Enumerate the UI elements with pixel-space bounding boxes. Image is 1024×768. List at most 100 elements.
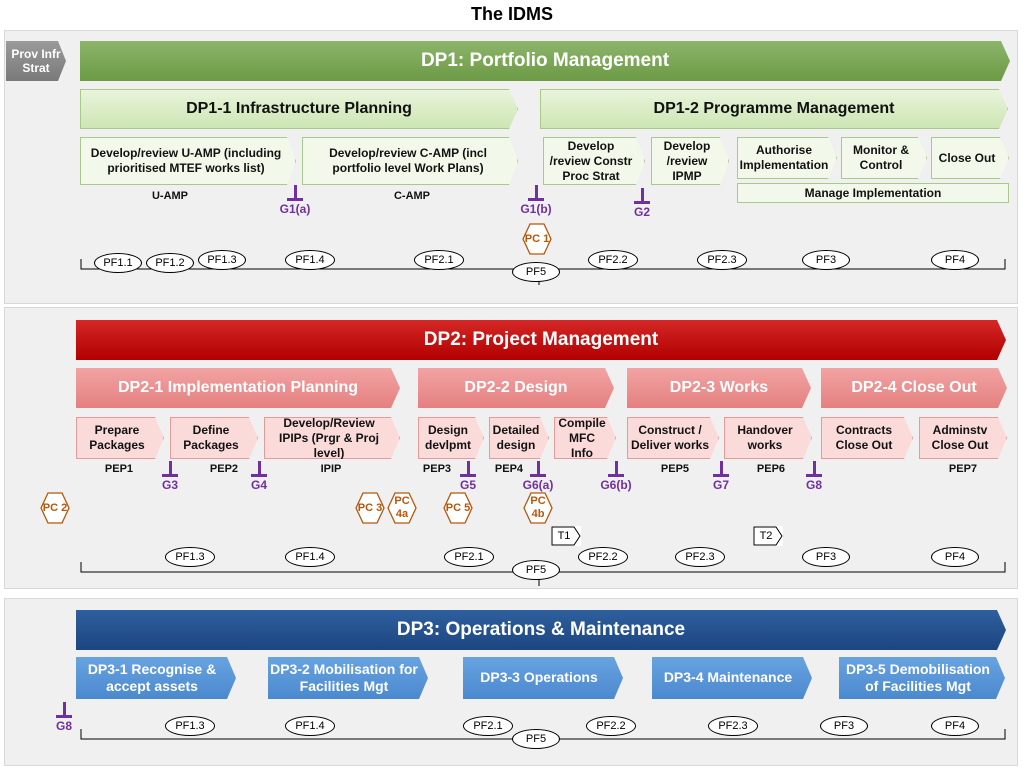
gate-g3-label: G3 [161,478,178,492]
dp2-act-handover: Handover works [724,417,812,459]
dp1-act-constr-proc: Develop /review Constr Proc Strat [543,137,645,185]
dp3-pf-1-4: PF1.4 [285,716,335,736]
pc2-hexagon: PC 2 [40,492,70,524]
gate-g1a: G1(a) [275,185,315,216]
pc5-label: PC 5 [445,501,471,514]
dp2-pf-1-3: PF1.3 [165,547,215,567]
dp2-3-bar: DP2-3 Works [627,368,811,408]
label-pep2: PEP2 [209,463,239,475]
t1-label: T1 [557,530,571,542]
dp1-act-camp: Develop/review C-AMP (incl portfolio lev… [302,137,518,185]
label-pep6: PEP6 [756,463,786,475]
dp3-3-bar: DP3-3 Operations [463,657,623,699]
dp2-pf-4: PF4 [931,547,979,567]
pc4a-label: PC 4a [394,495,410,520]
dp2-pf-2-1: PF2.1 [444,547,494,567]
dp1-1-bar: DP1-1 Infrastructure Planning [80,89,518,129]
label-pep7: PEP7 [948,463,978,475]
gate-g6a: G6(a) [518,461,558,492]
dp3-pf-5: PF5 [512,729,560,749]
dp1-2-bar: DP1-2 Programme Management [540,89,1008,129]
gate-g2: G2 [622,188,662,219]
dp2-act-prepare: Prepare Packages [76,417,164,459]
dp1-pf-2-3: PF2.3 [697,250,747,270]
dp3-2-bar: DP3-2 Mobilisation for Facilities Mgt [268,657,428,699]
dp1-act-uamp: Develop/review U-AMP (including prioriti… [80,137,296,185]
dp2-2-bar: DP2-2 Design [418,368,614,408]
gate-g7: G7 [701,461,741,492]
gate-g3: G3 [150,461,190,492]
gate-g1b-label: G1(b) [520,202,552,216]
pc5-hexagon: PC 5 [443,492,473,524]
dp1-pf-2-1: PF2.1 [414,250,464,270]
label-camp: C-AMP [393,190,431,202]
dp1-act-closeout: Close Out [931,137,1009,179]
dp1-pf-5: PF5 [512,262,560,282]
label-uamp: U-AMP [151,190,189,202]
dp2-pf-2-2: PF2.2 [578,547,628,567]
gate-g4: G4 [239,461,279,492]
label-pep1: PEP1 [104,463,134,475]
dp2-pf-3: PF3 [802,547,850,567]
label-pep5: PEP5 [660,463,690,475]
dp3-pf-4: PF4 [931,716,979,736]
dp2-pf-5: PF5 [512,560,560,580]
gate-g8-dp3-label: G8 [55,719,72,733]
dp3-1-bar: DP3-1 Recognise & accept assets [76,657,236,699]
dp2-act-mfc: Compile MFC Info [554,417,616,459]
dp2-act-design-dev: Design devlpmt [418,417,484,459]
dp3-5-bar: DP3-5 Demobilisation of Facilities Mgt [839,657,1005,699]
t2-label: T2 [759,530,773,542]
dp1-pf-1-1: PF1.1 [94,253,142,273]
gate-g4-label: G4 [250,478,267,492]
dp3-pf-2-2: PF2.2 [586,716,636,736]
diagram-title: The IDMS [470,4,553,24]
pc1-label: PC 1 [524,232,550,245]
pc4b-hexagon: PC 4b [523,492,553,524]
label-pep3: PEP3 [422,463,452,475]
dp3-pf-3: PF3 [820,716,868,736]
dp3-pf-2-3: PF2.3 [708,716,758,736]
dp2-act-adminstv: Adminstv Close Out [919,417,1007,459]
dp1-act-monitor: Monitor & Control [841,137,927,179]
gate-g8-dp3: G8 [44,702,84,733]
dp2-act-construct: Construct / Deliver works [627,417,719,459]
gate-g1a-label: G1(a) [279,202,311,216]
dp3-main-bar: DP3: Operations & Maintenance [76,610,1006,650]
dp1-pf-2-2: PF2.2 [588,250,638,270]
gate-g7-label: G7 [712,478,729,492]
pc1-hexagon: PC 1 [522,223,552,255]
gate-g5: G5 [448,461,488,492]
label-pep4: PEP4 [494,463,524,475]
dp2-act-ipips: Develop/Review IPIPs (Prgr & Proj level) [264,417,400,459]
dp1-pf-1-4: PF1.4 [285,250,335,270]
dp2-pf-1-4: PF1.4 [285,547,335,567]
dp1-pf-4: PF4 [931,250,979,270]
gate-g6b-label: G6(b) [600,478,632,492]
dp1-act-ipmp: Develop /review IPMP [651,137,729,185]
pc4a-hexagon: PC 4a [387,492,417,524]
dp2-pf-2-3: PF2.3 [675,547,725,567]
pc3-label: PC 3 [357,501,383,514]
gate-g1b: G1(b) [516,185,556,216]
pc2-label: PC 2 [42,501,68,514]
gate-g6a-label: G6(a) [522,478,554,492]
dp2-act-define: Define Packages [170,417,258,459]
dp1-main-bar: DP1: Portfolio Management [80,41,1010,81]
dp3-4-bar: DP3-4 Maintenance [652,657,812,699]
t2-tag: T2 [753,526,783,546]
dp2-4-bar: DP2-4 Close Out [821,368,1007,408]
gate-g8-dp2-label: G8 [805,478,822,492]
prov-infr-strat-box: Prov Infr Strat [6,41,66,81]
dp1-manage-implementation: Manage Implementation [737,183,1009,203]
dp3-pf-2-1: PF2.1 [463,716,513,736]
t1-tag: T1 [551,526,581,546]
dp2-act-contracts: Contracts Close Out [821,417,913,459]
label-ipip: IPIP [320,463,342,475]
dp1-pf-1-3: PF1.3 [198,250,246,270]
gate-g5-label: G5 [459,478,476,492]
dp3-pf-1-3: PF1.3 [165,716,215,736]
pc4b-label: PC 4b [530,495,546,520]
dp1-pf-3: PF3 [802,250,850,270]
gate-g2-label: G2 [633,205,650,219]
